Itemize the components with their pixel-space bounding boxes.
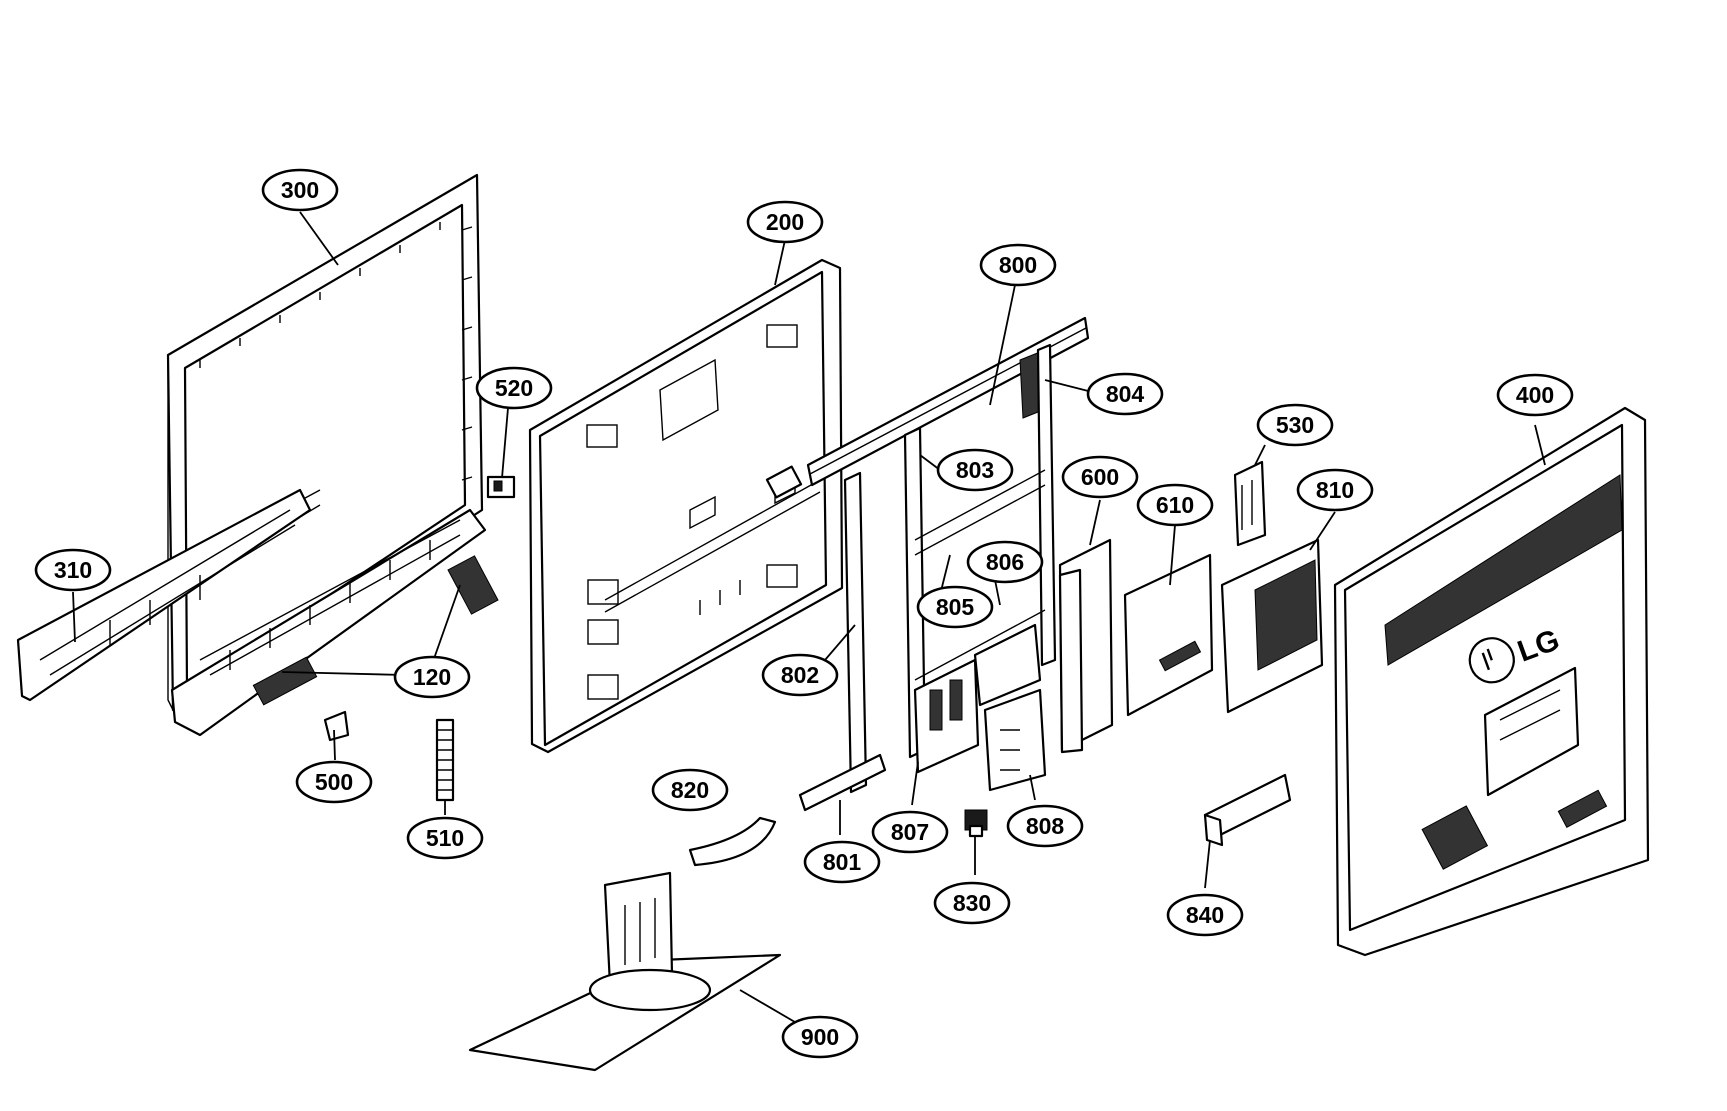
callout-800-label: 800	[999, 252, 1037, 278]
callout-820: 820	[651, 768, 729, 812]
callout-830-label: 830	[953, 890, 991, 916]
part-530-component	[1233, 460, 1267, 547]
part-600-power-board	[1058, 538, 1114, 754]
callout-530-label: 530	[1276, 412, 1314, 438]
callout-810-label: 810	[1316, 477, 1354, 503]
callout-300: 300	[261, 168, 339, 212]
callout-803: 803	[936, 448, 1014, 492]
callout-120: 120	[393, 655, 471, 699]
callout-805: 805	[916, 585, 994, 629]
callout-807-label: 807	[891, 819, 929, 845]
part-802-vertical-bracket	[843, 471, 868, 794]
callout-806-label: 806	[986, 549, 1024, 575]
part-830-connector	[964, 809, 988, 838]
callout-803-label: 803	[956, 457, 994, 483]
callout-120-label: 120	[413, 664, 451, 690]
part-801-bottom-bracket	[798, 753, 887, 812]
callout-802: 802	[761, 653, 839, 697]
callout-520-label: 520	[495, 375, 533, 401]
callout-830: 830	[933, 881, 1011, 925]
callout-310-label: 310	[54, 557, 92, 583]
part-820-handle	[688, 816, 777, 867]
callout-801: 801	[803, 840, 881, 884]
part-840-bracket	[1203, 773, 1292, 847]
callout-806: 806	[966, 540, 1044, 584]
callout-510-label: 510	[426, 825, 464, 851]
callout-600-label: 600	[1081, 464, 1119, 490]
callout-800: 800	[979, 243, 1057, 287]
callout-300-label: 300	[281, 177, 319, 203]
callout-530: 530	[1256, 403, 1334, 447]
part-610-main-board	[1123, 553, 1214, 717]
part-310-side-trim	[16, 488, 312, 702]
callout-810: 810	[1296, 468, 1374, 512]
callout-500-label: 500	[315, 769, 353, 795]
part-500-small-board	[323, 710, 350, 742]
part-800-chassis-rail	[765, 316, 1090, 499]
callout-807: 807	[871, 810, 949, 854]
callout-840: 840	[1166, 893, 1244, 937]
part-808-plate	[983, 688, 1047, 792]
callout-804: 804	[1086, 372, 1164, 416]
callout-808-label: 808	[1026, 813, 1065, 839]
callout-610: 610	[1136, 483, 1214, 527]
callout-840-label: 840	[1186, 902, 1224, 928]
part-510-strip	[435, 718, 455, 802]
callout-200-label: 200	[766, 209, 804, 235]
part-900-stand	[468, 871, 782, 1072]
part-807-board-assembly	[913, 658, 980, 774]
callout-500: 500	[295, 760, 373, 804]
callout-600: 600	[1061, 455, 1139, 499]
part-520-bracket	[486, 475, 516, 499]
callout-510: 510	[406, 816, 484, 860]
callout-801-label: 801	[823, 849, 862, 875]
callout-808: 808	[1006, 804, 1084, 848]
callout-820-label: 820	[671, 777, 709, 803]
callout-520: 520	[475, 366, 553, 410]
callout-310: 310	[34, 548, 112, 592]
part-806-board	[973, 623, 1042, 707]
callout-900: 900	[781, 1015, 859, 1059]
callout-802-label: 802	[781, 662, 819, 688]
callout-610-label: 610	[1156, 492, 1194, 518]
callout-400-label: 400	[1516, 382, 1554, 408]
part-810-shield-board	[1220, 538, 1324, 714]
callout-400: 400	[1496, 373, 1574, 417]
callout-805-label: 805	[936, 594, 975, 620]
callout-900-label: 900	[801, 1024, 839, 1050]
callout-804-label: 804	[1106, 381, 1145, 407]
callout-200: 200	[746, 200, 824, 244]
part-200-lcd-panel	[528, 258, 844, 754]
